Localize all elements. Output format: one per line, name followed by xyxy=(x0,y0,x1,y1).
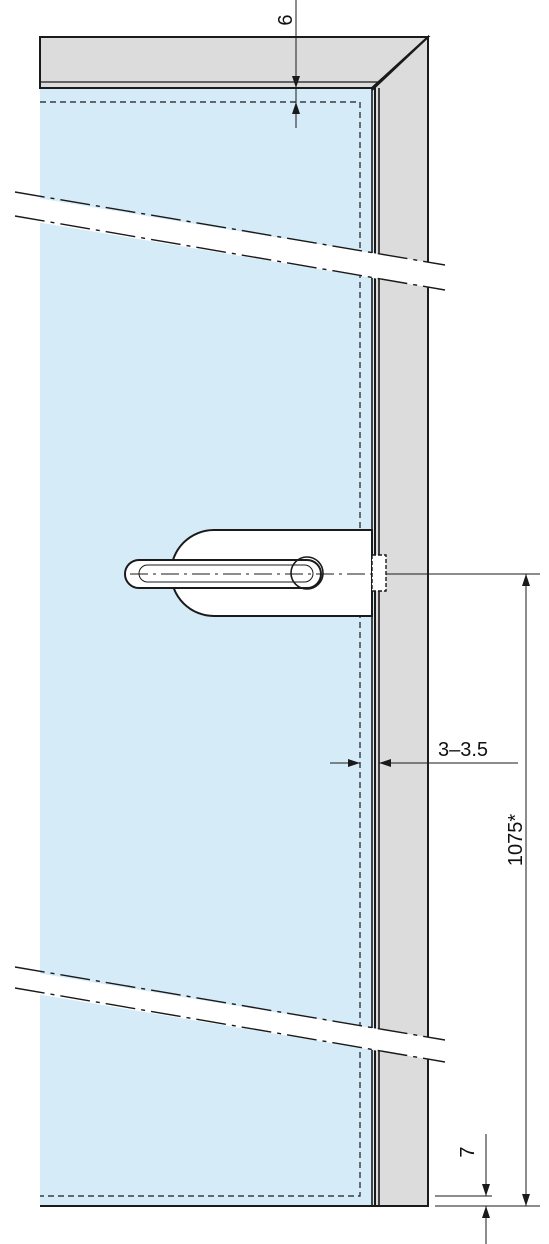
dim-bottom-label: 7 xyxy=(457,1146,479,1157)
dim-thickness-arrow-right xyxy=(379,759,391,767)
dim-top-arrow-down xyxy=(292,76,300,88)
dim-thickness-arrow-left xyxy=(348,759,360,767)
dim-top-label: 6 xyxy=(275,14,297,25)
frame-jamb xyxy=(369,34,429,1207)
upper-break-band xyxy=(0,192,445,290)
dim-thickness-label: 3–3.5 xyxy=(438,739,488,761)
glass-hidden-outline xyxy=(40,101,361,1197)
through-bolt xyxy=(371,554,387,592)
frame-top xyxy=(39,36,431,89)
lower-break-line-top xyxy=(14,966,446,1041)
lower-break-line-bottom xyxy=(14,987,446,1063)
lever-pivot xyxy=(290,556,324,590)
dim-bottom-arrow-down xyxy=(482,1184,490,1196)
upper-break-line-top xyxy=(14,191,446,266)
dim-bottom-arrow-up xyxy=(482,1206,490,1218)
dim-height-arrow-top xyxy=(522,574,530,586)
dim-height-arrow-bottom xyxy=(522,1194,530,1206)
dim-height-label: 1075* xyxy=(505,814,527,866)
dim-top-arrow-up xyxy=(292,102,300,114)
frame-miter xyxy=(371,36,429,91)
upper-break-line-bottom xyxy=(14,215,446,291)
lower-break-band xyxy=(0,967,445,1062)
